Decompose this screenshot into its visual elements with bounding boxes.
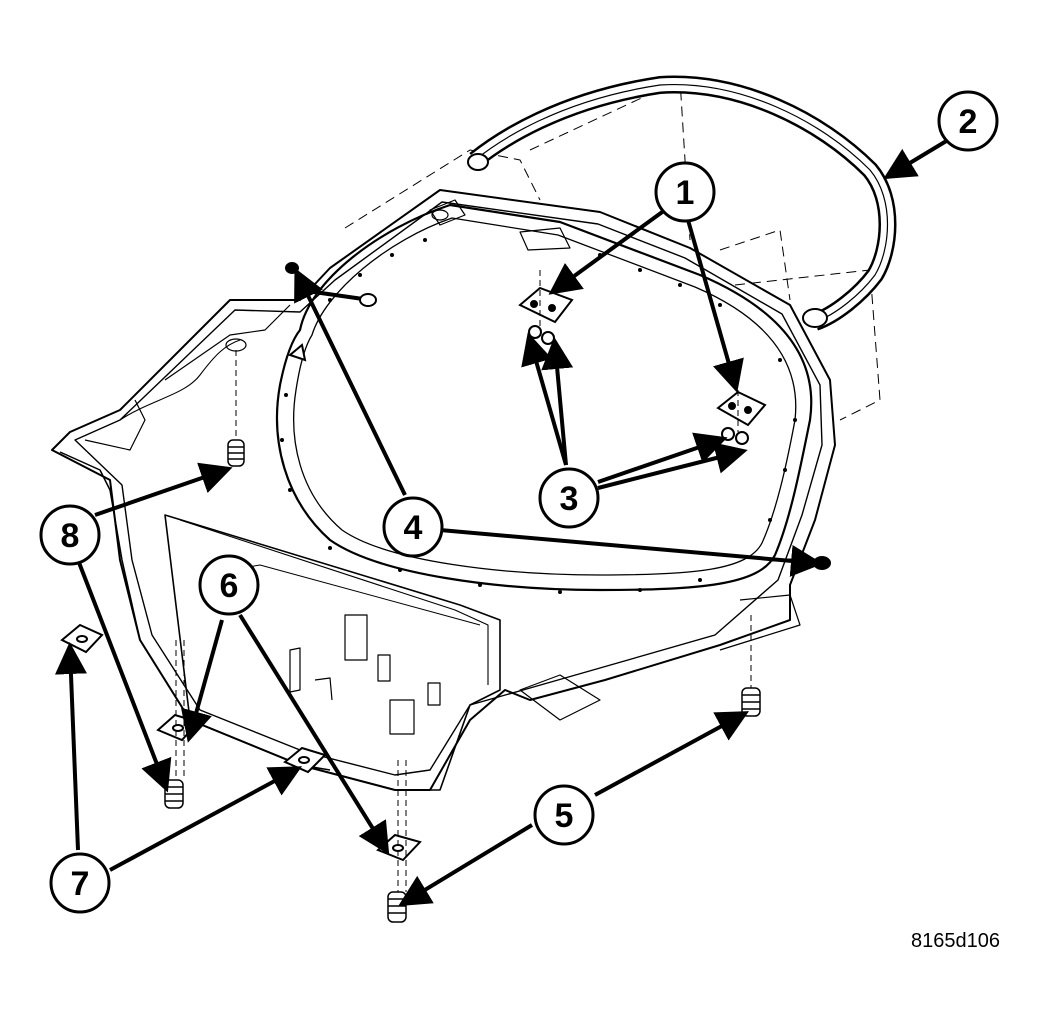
callout-3-label: 3	[560, 480, 579, 518]
callout-2: 2	[937, 90, 999, 152]
callout-8: 8	[39, 504, 101, 566]
callout-8-label: 8	[61, 517, 80, 555]
callout-7: 7	[49, 852, 111, 914]
leader-arrows	[54, 138, 950, 907]
callout-4: 4	[382, 496, 444, 558]
callout-6-label: 6	[220, 567, 239, 605]
callout-1-label: 1	[676, 174, 695, 212]
bumper-stops	[164, 439, 761, 923]
callout-5: 5	[533, 784, 595, 846]
weatherstrip-seal	[467, 75, 897, 331]
callout-5-label: 5	[555, 797, 574, 835]
callout-2-label: 2	[959, 103, 978, 141]
callout-6: 6	[198, 554, 260, 616]
callout-7-label: 7	[71, 865, 90, 903]
hinge-bracket-left	[518, 286, 574, 324]
callout-1: 1	[654, 161, 716, 223]
callout-3: 3	[538, 467, 600, 529]
hinge-bracket-right	[716, 390, 767, 427]
figure-code: 8165d106	[911, 930, 1000, 952]
callout-4-label: 4	[404, 509, 423, 547]
